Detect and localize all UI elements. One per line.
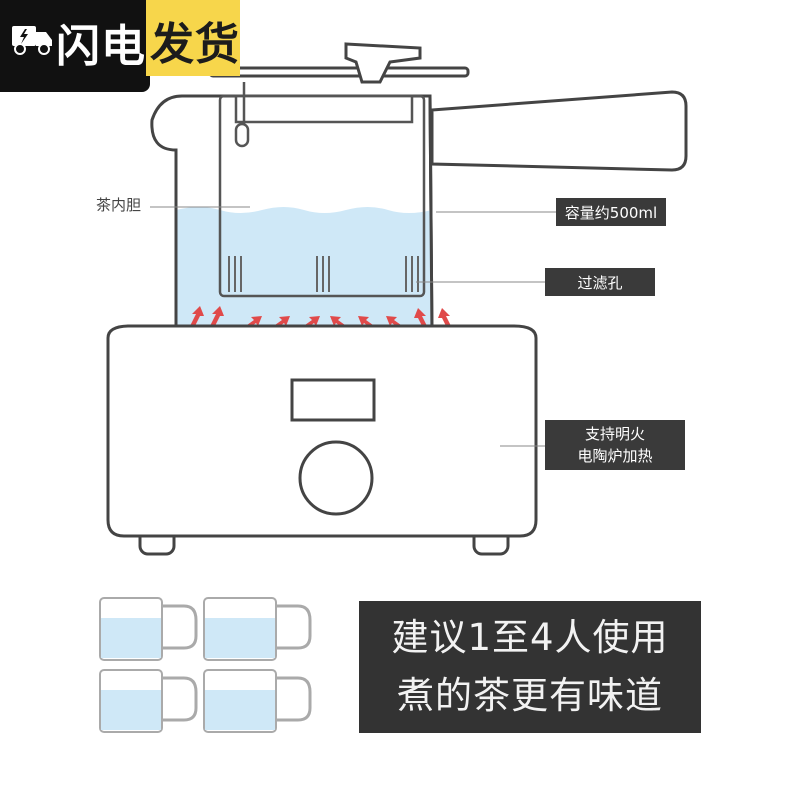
callout-lines (150, 206, 556, 447)
electric-ceramic-stove (106, 324, 538, 556)
callout-inner-pot: 茶内胆 (96, 196, 142, 214)
callout-filter-holes: 过滤孔 (545, 268, 655, 296)
tea-infuser (218, 82, 426, 298)
teapot-body (150, 94, 434, 344)
stove-knob (298, 440, 374, 516)
cup (99, 669, 198, 733)
cup (99, 597, 198, 661)
cup (203, 669, 312, 733)
cup (203, 597, 312, 661)
glass-cups (99, 597, 312, 733)
promo-line-1: 建议1至4人使用 (391, 616, 669, 659)
stove-display (290, 378, 376, 422)
callout-heating-line2: 电陶炉加热 (577, 447, 653, 465)
promo-banner: 建议1至4人使用 煮的茶更有味道 (359, 601, 701, 733)
badge-text-shipping: 发货 (150, 19, 240, 70)
filter-holes (228, 256, 419, 292)
badge-text-fast: 闪电 (56, 21, 146, 72)
teapot-lid (208, 42, 470, 84)
callout-heating-support: 支持明火 电陶炉加热 (545, 420, 685, 470)
delivery-truck-icon (12, 26, 52, 55)
callout-heating-line1: 支持明火 (584, 425, 645, 443)
callout-capacity: 容量约500ml (556, 198, 666, 226)
water-fill (176, 207, 432, 342)
fast-delivery-badge: 闪电 发货 (0, 0, 240, 92)
promo-line-2: 煮的茶更有味道 (397, 674, 663, 717)
teapot-handle (430, 90, 688, 172)
